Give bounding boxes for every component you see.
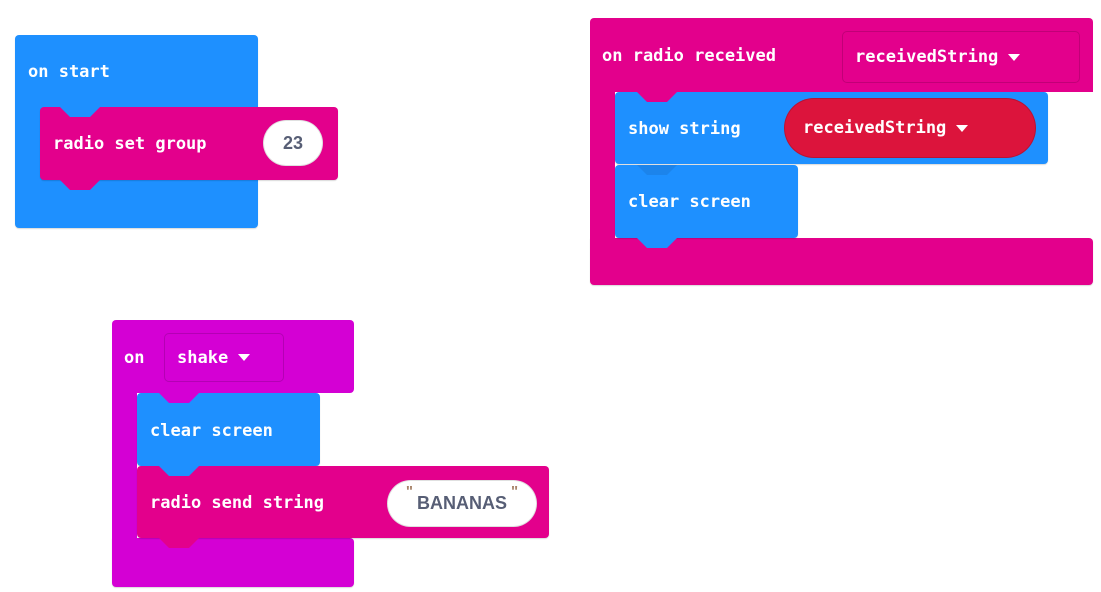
on-shake-header[interactable]	[112, 320, 354, 393]
caret-down-icon	[238, 354, 251, 361]
string-input-value: BANANAS	[417, 493, 507, 513]
statement-notch	[159, 466, 199, 476]
group-number-input[interactable]: 23	[263, 120, 323, 166]
gesture-dropdown-label: shake	[177, 347, 229, 368]
on-shake-arm	[112, 390, 137, 542]
clear-screen-label: clear screen	[628, 192, 751, 212]
statement-notch	[637, 92, 677, 102]
on-radio-received-label: on radio received	[602, 46, 776, 66]
statement-notch	[60, 107, 100, 117]
statement-tab	[159, 538, 199, 548]
on-radio-received-arm	[590, 90, 615, 240]
received-string-variable-label: receivedString	[803, 118, 947, 138]
statement-tab	[60, 180, 100, 190]
caret-down-icon	[1008, 53, 1021, 61]
statement-notch	[637, 165, 677, 175]
open-quote: "	[405, 483, 413, 500]
radio-send-string-label: radio send string	[150, 493, 324, 513]
received-string-param-label: receivedString	[855, 47, 999, 67]
received-string-param-dropdown[interactable]: receivedString	[842, 31, 1080, 83]
show-string-label: show string	[628, 119, 741, 139]
clear-screen-label: clear screen	[150, 421, 273, 441]
statement-tab	[637, 238, 677, 248]
radio-set-group-label: radio set group	[53, 134, 207, 154]
on-start-label: on start	[28, 62, 110, 82]
received-string-variable[interactable]: receivedString	[784, 98, 1036, 158]
on-shake-label: on	[124, 348, 145, 368]
close-quote: "	[511, 483, 519, 500]
group-number-value: 23	[282, 132, 304, 153]
on-radio-received-footer	[590, 238, 1093, 285]
caret-down-icon	[956, 124, 969, 132]
clear-screen-body[interactable]	[615, 165, 798, 238]
clear-screen-body[interactable]	[137, 393, 320, 466]
gesture-dropdown[interactable]: shake	[164, 333, 284, 382]
statement-notch	[159, 393, 199, 403]
on-shake-footer	[112, 538, 354, 587]
string-input[interactable]: " BANANAS "	[387, 480, 537, 527]
